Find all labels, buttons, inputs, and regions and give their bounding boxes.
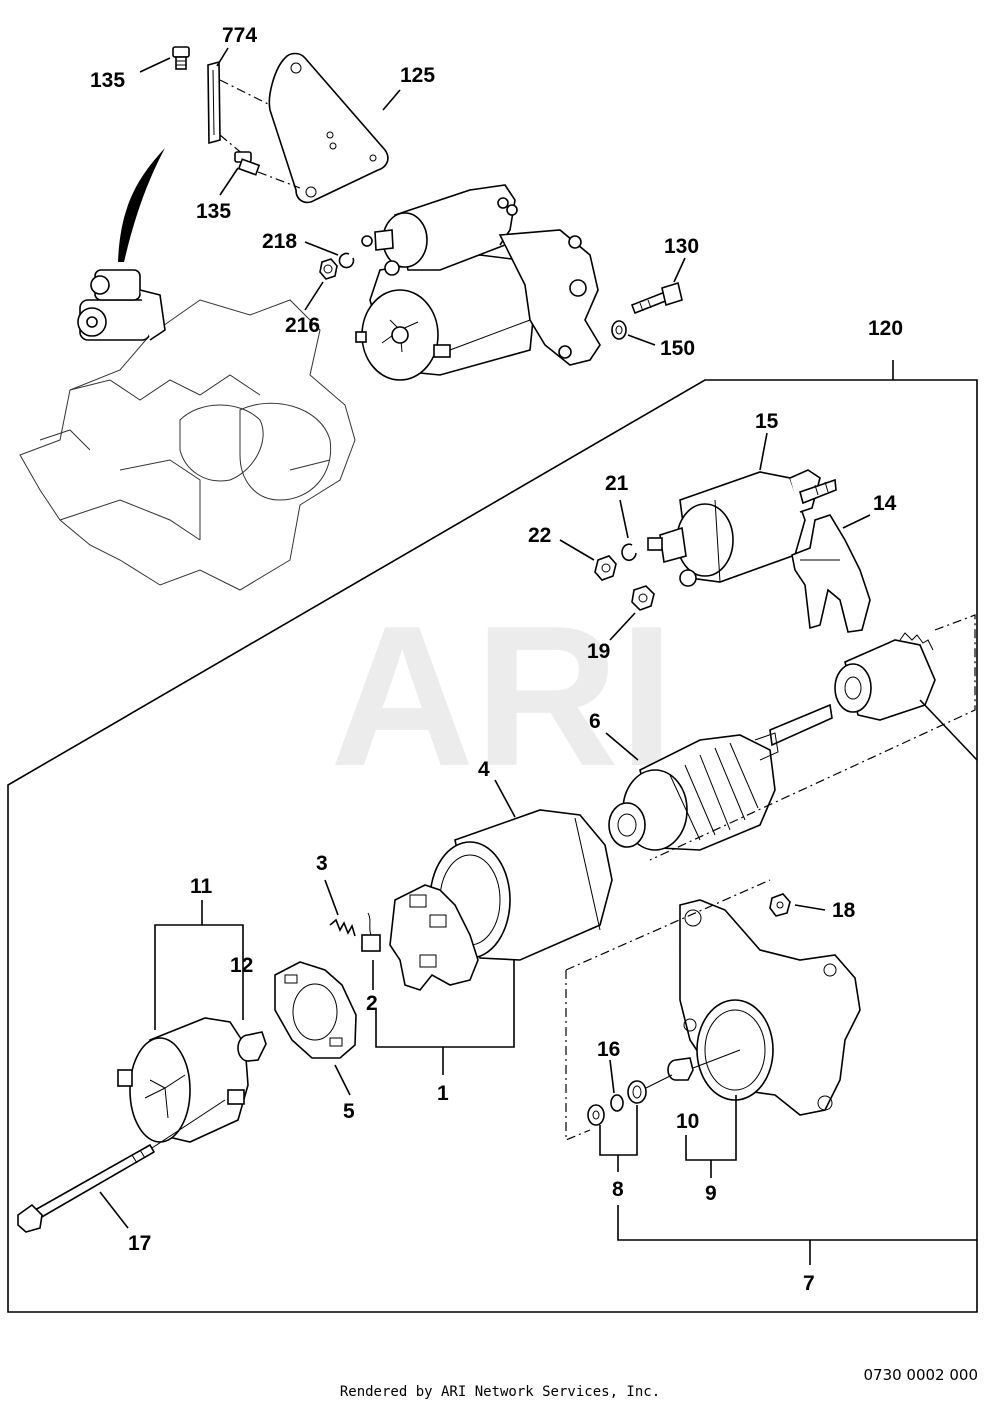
kit-120-boundary — [7, 360, 978, 1313]
bushing-12 — [237, 1031, 267, 1062]
pinion-gear — [834, 632, 936, 721]
yoke-4 — [429, 809, 613, 961]
callout-15: 15 — [755, 410, 779, 433]
ari-watermark: ARI — [330, 585, 674, 808]
callout-2: 2 — [366, 992, 378, 1015]
armature-6 — [608, 703, 833, 851]
callout-218: 218 — [262, 230, 297, 253]
callout-21: 21 — [605, 472, 629, 495]
callout-6: 6 — [589, 710, 601, 733]
engine-starter-thumbnail — [77, 269, 166, 341]
brush-2 — [361, 912, 381, 952]
nut-22 — [594, 555, 617, 581]
callout-135-top: 135 — [90, 69, 125, 92]
callout-19: 19 — [587, 640, 610, 663]
callout-8: 8 — [612, 1178, 624, 1201]
callout-120: 120 — [868, 317, 903, 340]
bolt-135-top — [172, 46, 190, 70]
spacer-ring — [627, 1080, 647, 1104]
location-arrow — [118, 148, 165, 262]
engine-outline — [19, 299, 356, 591]
lockwasher-21 — [621, 543, 637, 562]
callout-14: 14 — [873, 492, 897, 515]
shift-lever-14 — [791, 514, 871, 633]
callout-774: 774 — [222, 24, 257, 47]
callout-18: 18 — [832, 899, 856, 922]
nut-18 — [769, 893, 791, 917]
stop-collar — [587, 1104, 605, 1126]
callout-9: 9 — [705, 1182, 717, 1205]
lockwasher-218 — [338, 252, 355, 269]
callout-216: 216 — [285, 314, 320, 337]
callout-22: 22 — [528, 524, 551, 547]
callout-150: 150 — [660, 337, 695, 360]
solenoid-15 — [647, 469, 837, 587]
bolt-130 — [630, 281, 683, 315]
bracket-11 — [154, 924, 244, 1030]
nut-216 — [319, 258, 338, 280]
drive-end-frame — [679, 899, 861, 1116]
spring-3 — [329, 918, 356, 937]
bracket-125 — [268, 52, 389, 204]
through-bolt-17 — [17, 1143, 156, 1233]
strap-774 — [207, 60, 221, 145]
render-credit: Rendered by ARI Network Services, Inc. — [339, 1384, 661, 1400]
callout-17: 17 — [128, 1232, 151, 1255]
callout-12: 12 — [230, 954, 253, 977]
callout-3: 3 — [316, 852, 328, 875]
callout-5: 5 — [343, 1100, 355, 1123]
callout-11: 11 — [190, 875, 213, 898]
bolt-135-lower — [234, 151, 261, 176]
end-cover — [117, 1017, 249, 1143]
starter-assembly — [355, 184, 601, 381]
drawing-code: 0730 0002 000 — [863, 1366, 978, 1384]
callout-4: 4 — [478, 758, 490, 781]
callout-135-lower: 135 — [196, 200, 231, 223]
washer-150 — [611, 320, 627, 340]
brush-holder — [389, 884, 479, 991]
bracket-7 — [617, 1205, 977, 1241]
bracket-1 — [375, 960, 515, 1048]
washer-16 — [610, 1094, 624, 1112]
bushing-10 — [667, 1057, 694, 1081]
brush-plate-5 — [274, 961, 357, 1059]
callout-130: 130 — [664, 235, 699, 258]
callout-125: 125 — [400, 64, 435, 87]
callout-7: 7 — [803, 1272, 815, 1295]
nut-19 — [631, 585, 655, 611]
callout-10: 10 — [676, 1110, 699, 1133]
callout-16: 16 — [597, 1038, 620, 1061]
callout-1: 1 — [437, 1082, 449, 1105]
bracket-8 — [599, 1105, 638, 1156]
